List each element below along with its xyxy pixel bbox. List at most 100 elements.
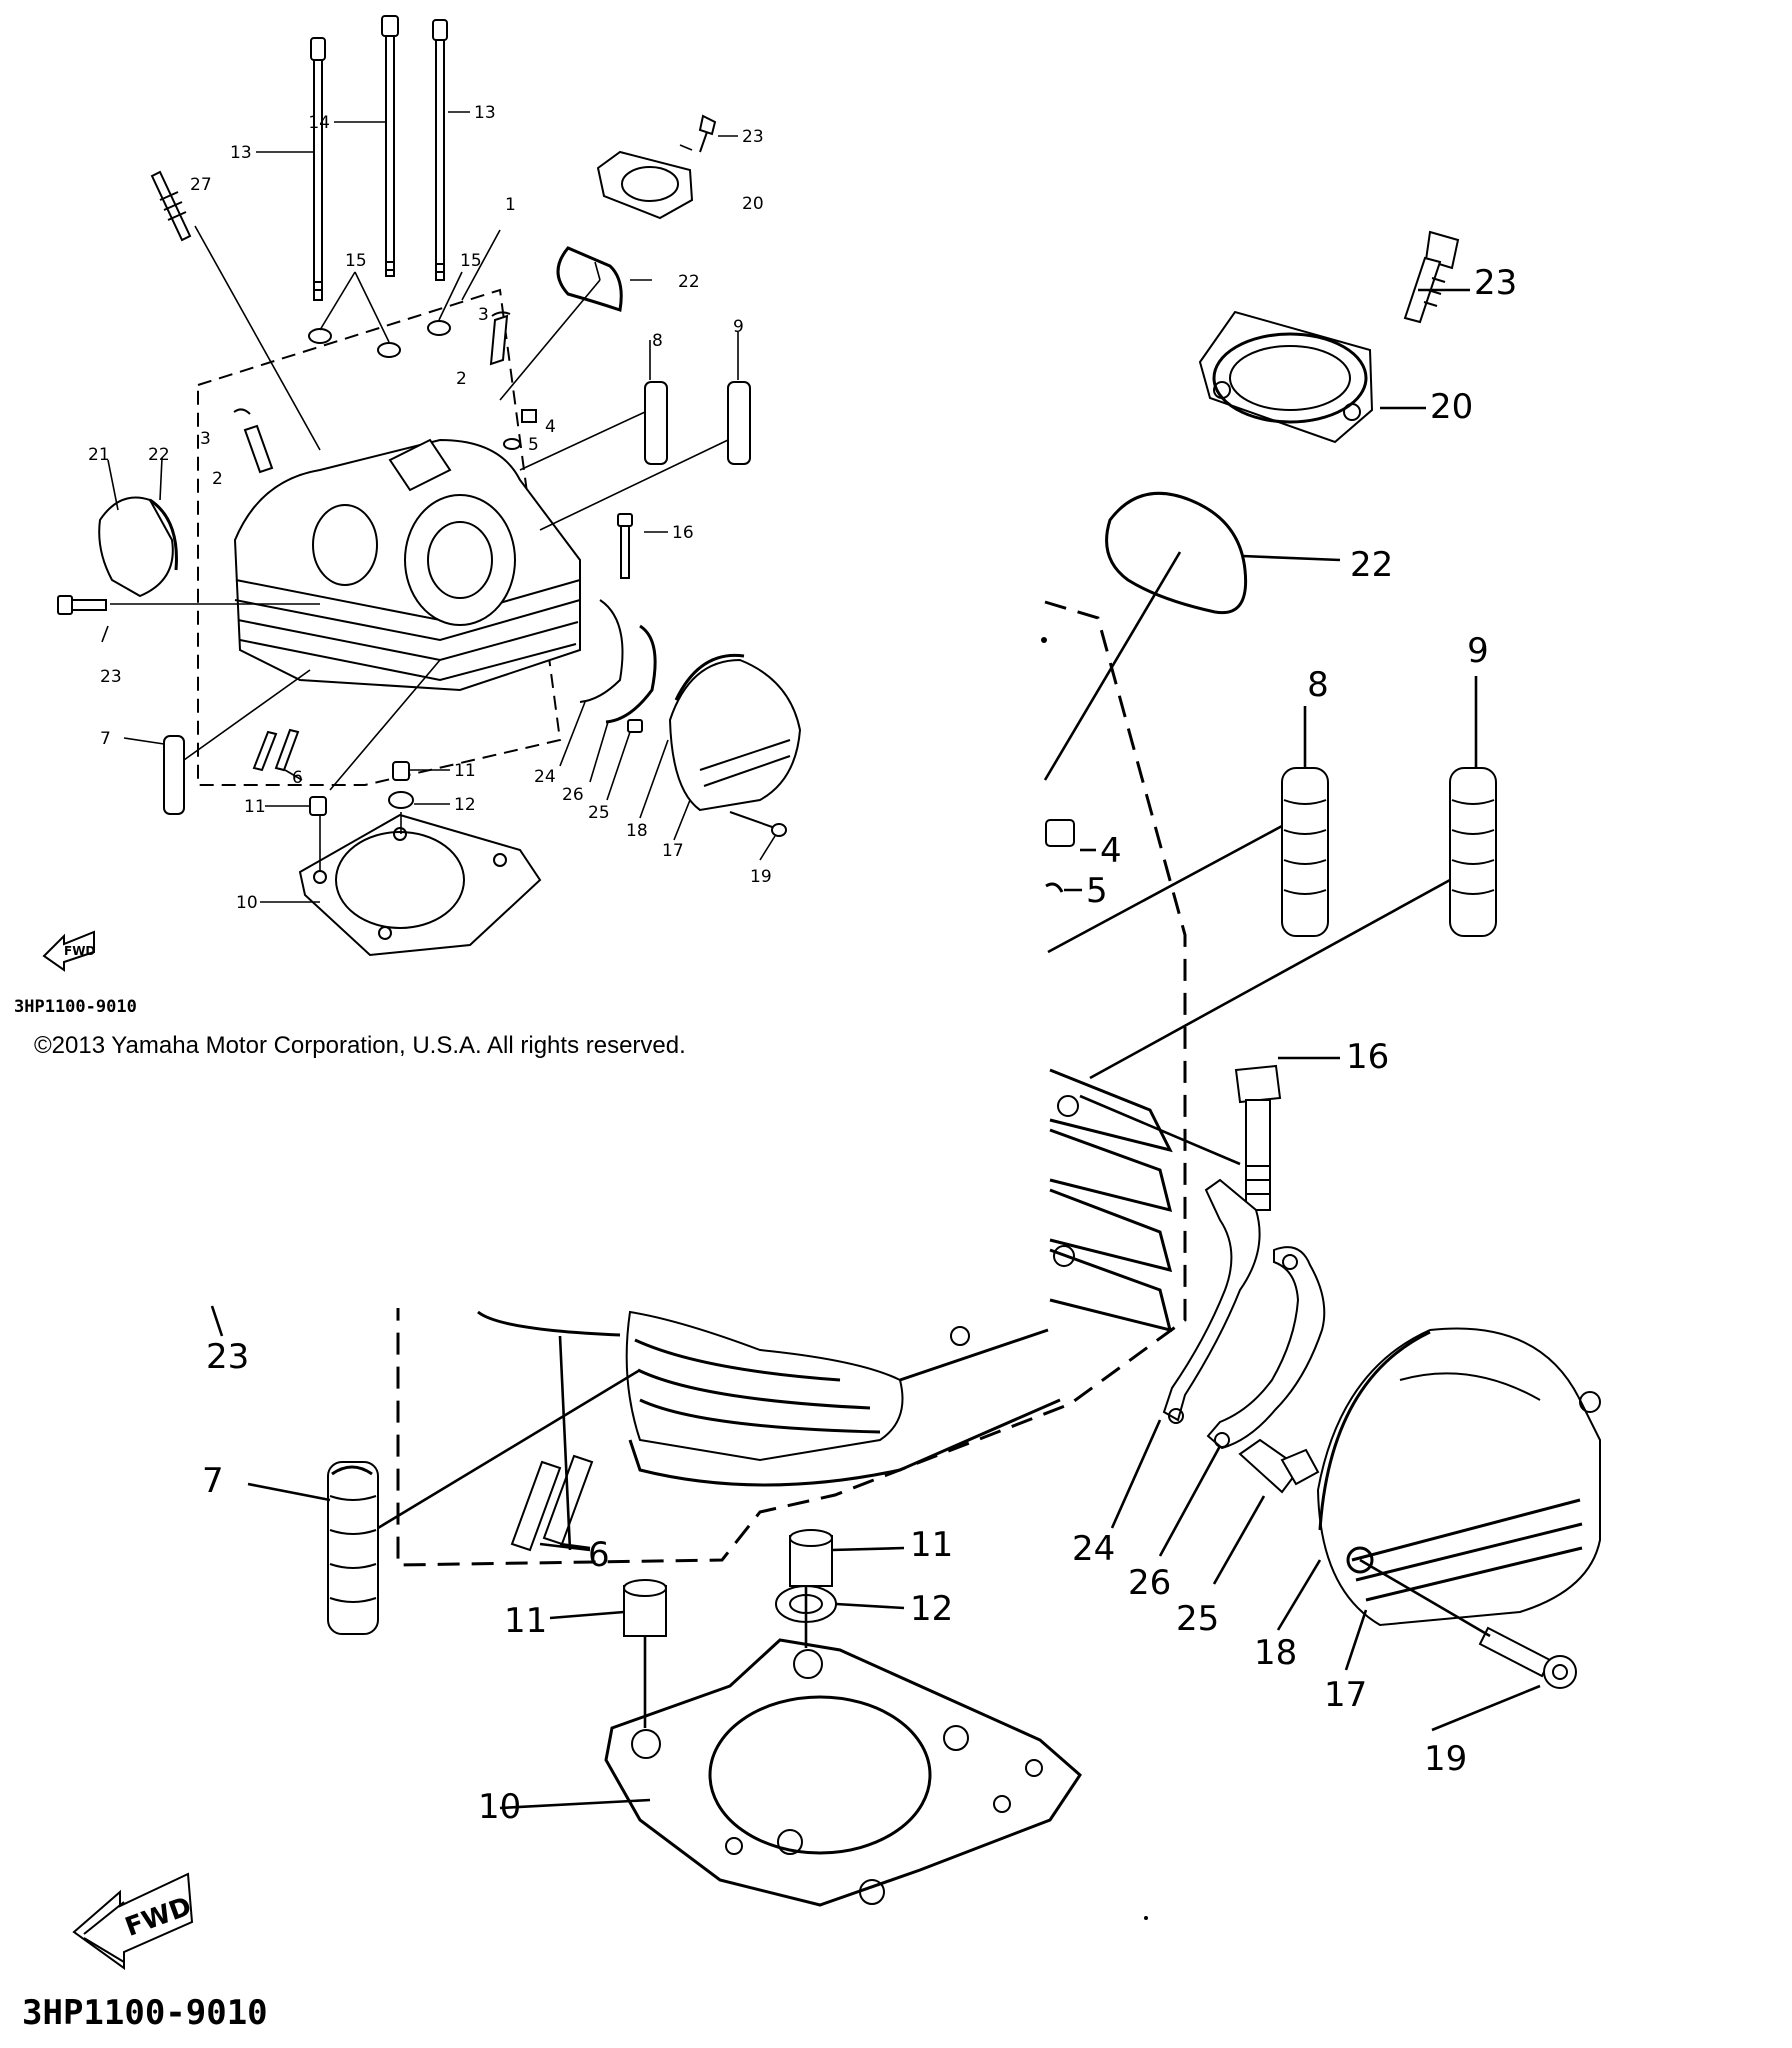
label-22-detail: 22 — [1350, 545, 1393, 585]
dowel-11-a — [309, 796, 327, 816]
bolt-19 — [729, 811, 787, 837]
label-23-left-detail: 23 — [206, 1337, 249, 1377]
valve-guide-2-b — [243, 424, 274, 474]
label-27: 27 — [190, 175, 212, 195]
stud-bolt-6-b — [274, 728, 300, 772]
fwd-arrow-detail: FWD — [72, 1872, 196, 1970]
gasket-24 — [579, 599, 624, 703]
washer-15-a — [308, 328, 332, 344]
overview-diagram: FWD — [14, 15, 802, 1017]
label-9: 9 — [733, 317, 744, 337]
cover-20 — [596, 150, 694, 220]
clip-3-b — [233, 408, 251, 415]
label-26-detail: 26 — [1128, 1563, 1171, 1603]
label-10: 10 — [236, 893, 258, 913]
overview-leader-lines — [101, 111, 776, 903]
detail-diagram: FWD — [22, 230, 1601, 2033]
bolt-19-detail — [1478, 1626, 1577, 1689]
side-cover-17 — [668, 653, 802, 812]
head-assembly-outline — [197, 288, 562, 786]
label-17-detail: 17 — [1324, 1675, 1367, 1715]
label-16: 16 — [672, 523, 694, 543]
label-22-left: 22 — [148, 445, 170, 465]
label-12: 12 — [454, 795, 476, 815]
label-19: 19 — [750, 867, 772, 887]
fwd-arrow-overview: FWD — [42, 930, 95, 972]
head-bolt-13-right — [432, 19, 448, 281]
label-6: 6 — [292, 768, 303, 788]
label-23-top: 23 — [742, 127, 764, 147]
gasket-26-detail — [1206, 1246, 1326, 1450]
label-6-detail: 6 — [588, 1535, 610, 1575]
stud-bolt-6-a-detail — [510, 1460, 562, 1552]
dowel-8 — [644, 381, 668, 465]
diagram-code-overview: 3HP1100-9010 — [14, 997, 137, 1017]
head-bolt-13-left — [310, 37, 326, 301]
label-9-detail: 9 — [1467, 631, 1489, 671]
bolt-4 — [521, 409, 537, 423]
bolt-16-detail — [1234, 1064, 1282, 1211]
washer-12 — [388, 791, 414, 809]
label-16-detail: 16 — [1346, 1037, 1389, 1077]
dowel-11-b-detail — [789, 1529, 833, 1587]
label-13-left: 13 — [230, 143, 252, 163]
label-25-detail: 25 — [1176, 1599, 1219, 1639]
label-11-right: 11 — [454, 761, 476, 781]
side-cover-21 — [98, 496, 178, 598]
label-5: 5 — [528, 435, 539, 455]
stud-bolt-6-a — [252, 730, 278, 772]
dowel-11-a-detail — [623, 1579, 667, 1637]
label-7-detail: 7 — [202, 1461, 224, 1501]
valve-guide-2-a — [489, 314, 509, 366]
dowel-pin-7-detail — [327, 1461, 379, 1635]
detail-leader-lines — [210, 288, 1541, 1810]
gasket-24-detail — [1162, 1178, 1261, 1422]
o-ring-22 — [556, 246, 623, 312]
label-11-left-detail: 11 — [504, 1601, 547, 1641]
washer-5 — [503, 438, 521, 450]
label-8: 8 — [652, 331, 663, 351]
o-ring-22-detail — [1105, 491, 1248, 615]
label-3-left: 3 — [200, 429, 211, 449]
label-18: 18 — [626, 821, 648, 841]
dowel-11-b — [392, 761, 410, 781]
washer-15-b — [377, 342, 401, 358]
clip-3-a — [491, 311, 511, 317]
bolt-16 — [617, 513, 633, 579]
bolt-23-top — [698, 114, 717, 153]
label-3-top: 3 — [478, 305, 489, 325]
label-4: 4 — [545, 417, 556, 437]
label-1: 1 — [505, 195, 516, 215]
label-7: 7 — [100, 729, 111, 749]
washer-15-c — [427, 320, 451, 336]
cylinder-head — [233, 438, 581, 692]
label-15-right: 15 — [460, 251, 482, 271]
spark-plug-27 — [150, 170, 192, 242]
bolt-23-detail — [1403, 230, 1460, 324]
head-assembly-outline-detail — [396, 600, 1187, 1567]
label-20: 20 — [742, 194, 764, 214]
label-24: 24 — [534, 767, 556, 787]
label-23-top-detail: 23 — [1474, 263, 1517, 303]
dowel-pin-7 — [163, 735, 185, 815]
label-5-detail: 5 — [1086, 871, 1108, 911]
fwd-label-overview: FWD — [64, 944, 95, 958]
label-23-left: 23 — [100, 667, 122, 687]
label-2-top: 2 — [456, 369, 467, 389]
label-14: 14 — [308, 113, 330, 133]
dowel-9 — [727, 381, 751, 465]
cylinder-head-base-detail — [477, 1310, 1061, 1487]
label-19-detail: 19 — [1424, 1739, 1467, 1779]
dowel-8-detail — [1281, 767, 1329, 937]
bolt-25 — [627, 719, 643, 733]
diagram-code-detail: 3HP1100-9010 — [22, 1993, 268, 2033]
dowel-9-detail — [1449, 767, 1497, 937]
cylinder-gasket-10 — [298, 813, 542, 957]
label-22-top: 22 — [678, 272, 700, 292]
label-11-right-detail: 11 — [910, 1525, 953, 1565]
label-21: 21 — [88, 445, 110, 465]
label-12-detail: 12 — [910, 1589, 953, 1629]
gasket-26 — [605, 624, 657, 724]
side-cover-17-detail — [1316, 1327, 1601, 1627]
